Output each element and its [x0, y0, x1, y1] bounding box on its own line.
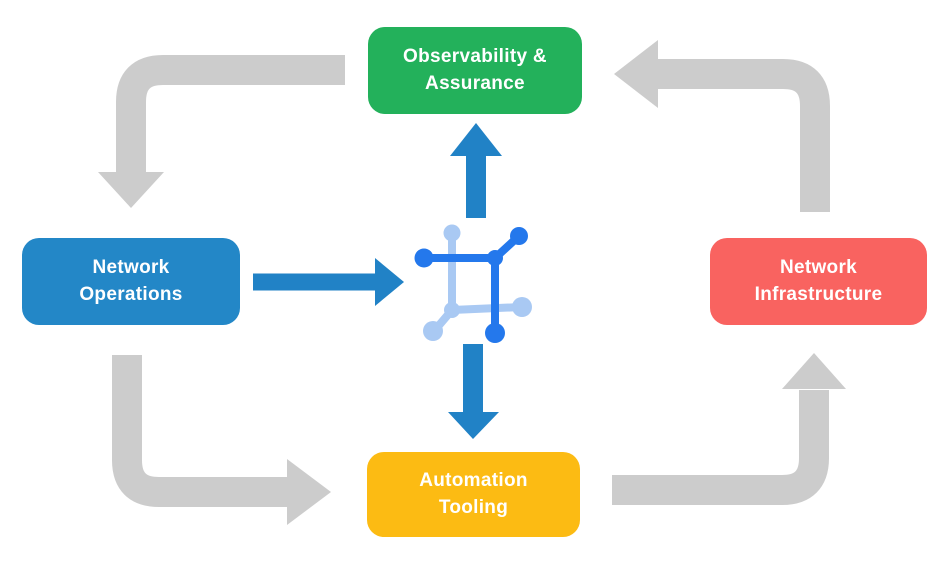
- arrow-shaft: [656, 59, 830, 212]
- icon-node: [443, 224, 461, 242]
- arrow-operations-to-center: [253, 258, 404, 306]
- arrow-head: [287, 459, 331, 525]
- network-fabric-icon: [414, 224, 532, 343]
- arrow-head: [782, 353, 846, 389]
- node-network-infrastructure: Network Infrastructure: [710, 238, 927, 325]
- node-label: Network Infrastructure: [754, 256, 883, 305]
- arrow-operations-to-automation: [112, 355, 331, 525]
- icon-node: [423, 321, 443, 341]
- arrow-infrastructure-to-observability: [614, 40, 830, 212]
- node-observability-assurance: Observability & Assurance: [368, 27, 582, 114]
- icon-node: [485, 323, 505, 343]
- arrow-shaft: [112, 355, 289, 507]
- icon-node: [414, 248, 434, 268]
- icon-line: [448, 303, 526, 314]
- network-fabric-icon-dark-branch: [414, 227, 528, 343]
- node-label: Network Operations: [79, 256, 183, 305]
- node-label: Observability & Assurance: [403, 45, 547, 94]
- arrow-head: [98, 172, 164, 208]
- icon-node: [512, 297, 532, 317]
- node-automation-tooling: Automation Tooling: [367, 452, 580, 537]
- arrow-head: [450, 123, 502, 156]
- arrow-head: [614, 40, 658, 108]
- arrow-head: [448, 412, 499, 439]
- node-network-operations: Network Operations: [22, 238, 240, 325]
- arrow-center-to-automation: [448, 344, 499, 439]
- arrow-automation-to-infrastructure: [612, 353, 846, 505]
- icon-node: [487, 250, 503, 266]
- arrow-observability-to-operations: [98, 55, 345, 208]
- network-fabric-icon-light-branch: [423, 224, 532, 341]
- arrow-center-to-observability: [450, 123, 502, 218]
- arrow-head: [375, 258, 404, 306]
- arrow-shaft: [612, 390, 829, 505]
- icon-node: [510, 227, 528, 245]
- node-label: Automation Tooling: [419, 469, 528, 518]
- icon-node: [444, 302, 460, 318]
- arrow-shaft: [116, 55, 345, 174]
